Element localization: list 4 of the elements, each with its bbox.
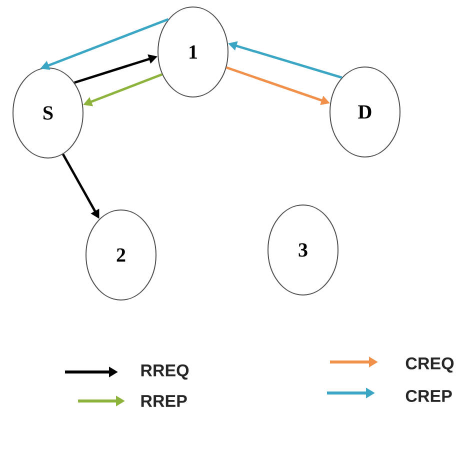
- legend-label: RREP: [141, 395, 187, 407]
- legend-label: CREQ: [406, 357, 454, 373]
- legend-label: CREP: [406, 390, 452, 402]
- legend-label: RREQ: [141, 364, 189, 380]
